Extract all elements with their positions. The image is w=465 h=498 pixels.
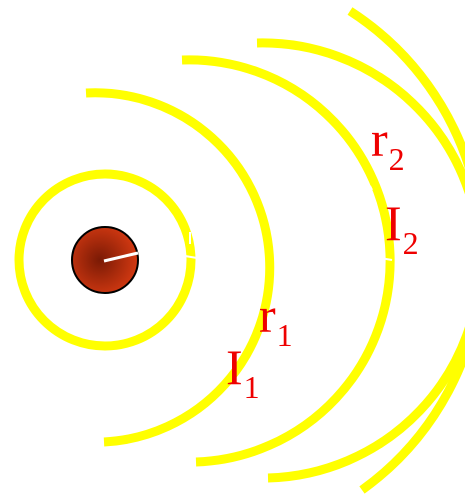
label-i2: I2: [385, 198, 419, 248]
radius-tick-2: [242, 216, 244, 224]
label-r1-main: r: [259, 287, 276, 343]
point-source: [72, 227, 138, 293]
radius-tick-3: [311, 203, 315, 205]
label-i2-main: I: [385, 195, 402, 251]
label-i1: I1: [226, 342, 260, 392]
label-i2-sub: 2: [403, 225, 419, 261]
label-i1-sub: 1: [244, 369, 260, 405]
radius-tick-7: [246, 256, 260, 258]
label-r2: r2: [371, 114, 405, 164]
label-r2-main: r: [371, 111, 388, 167]
label-r1-sub: 1: [277, 317, 293, 353]
label-r1: r1: [259, 290, 293, 340]
label-i1-main: I: [226, 339, 243, 395]
label-r2-sub: 2: [389, 141, 405, 177]
radius-tick-5: [450, 170, 455, 172]
